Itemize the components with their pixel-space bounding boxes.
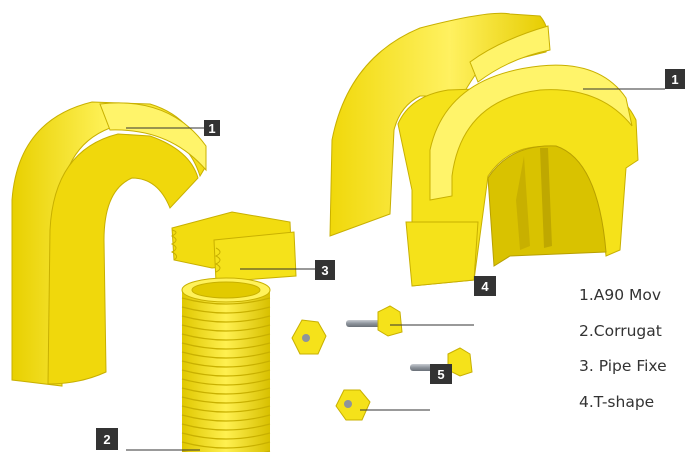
callout-number: 2 (103, 432, 110, 447)
t-shape-bolt (346, 306, 402, 336)
callout-number: 1 (671, 72, 678, 87)
pipe-fixer (172, 212, 296, 282)
legend-item: 4.T-shape (579, 392, 688, 428)
tee-cover-right (330, 13, 638, 286)
legend-item: 1.A90 Mov (579, 285, 688, 321)
legend-item: 2.Corrugat (579, 321, 688, 357)
callout-number: 1 (208, 121, 215, 136)
legend-item: 3. Pipe Fixe (579, 356, 688, 392)
parts-legend: 1.A90 Mov 2.Corrugat 3. Pipe Fixe 4.T-sh… (579, 285, 688, 427)
nut-upper (292, 320, 326, 354)
nut (336, 390, 370, 420)
callout-number: 4 (481, 279, 489, 294)
corrugated-pipe (182, 278, 270, 452)
callout-number: 3 (321, 263, 328, 278)
callout-number: 5 (437, 367, 444, 382)
